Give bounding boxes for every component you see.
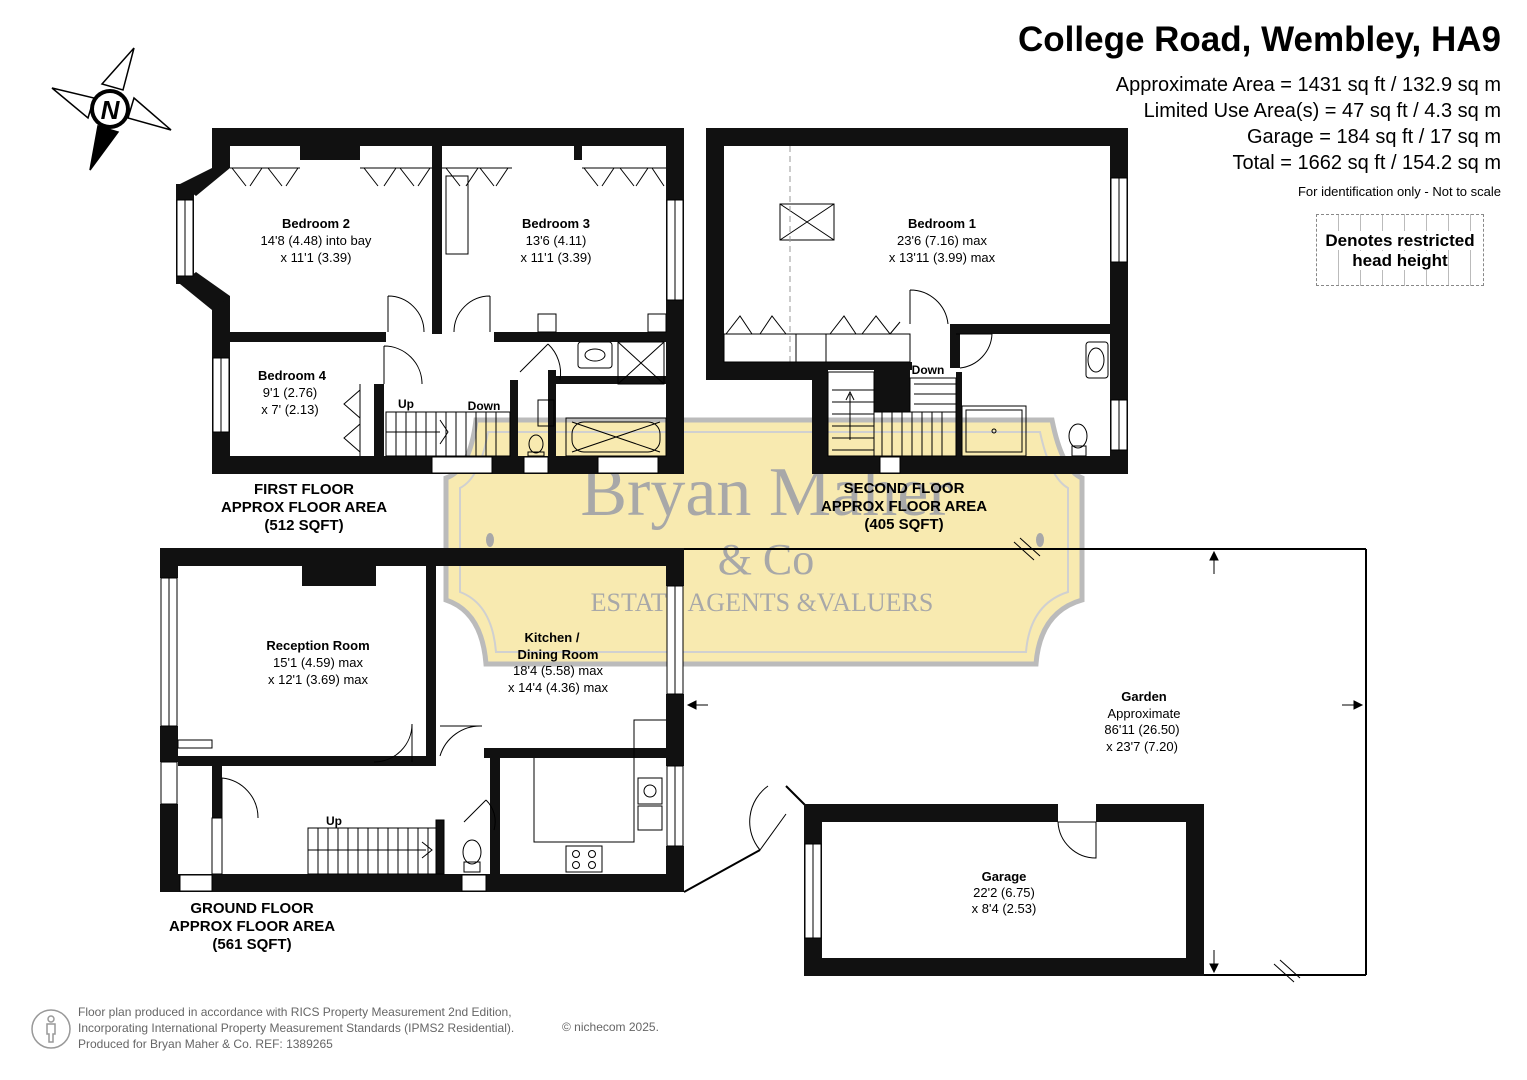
- kitchen-name1: Kitchen /: [525, 630, 580, 645]
- garden-arrows: [686, 537, 1364, 983]
- garage-dim1: 22'2 (6.75): [973, 885, 1035, 900]
- bedroom3-dim1: 13'6 (4.11): [526, 233, 587, 248]
- second-floor-l2: APPROX FLOOR AREA: [821, 498, 987, 515]
- footer-line2: Incorporating International Property Mea…: [78, 1021, 515, 1035]
- bedroom4-dim2: x 7' (2.13): [261, 402, 318, 417]
- property-title: College Road, Wembley, HA9: [1018, 20, 1501, 59]
- person-icon: [31, 1009, 71, 1049]
- bedroom4-dim1: 9'1 (2.76): [263, 385, 318, 400]
- second-floor-l3: (405 SQFT): [864, 516, 943, 533]
- bedroom1-name: Bedroom 1: [908, 216, 976, 231]
- stairs-down-first: Down: [468, 399, 501, 413]
- legend-line1: Denotes restricted: [1325, 231, 1475, 250]
- approximate-area: Approximate Area = 1431 sq ft / 132.9 sq…: [1115, 74, 1501, 96]
- north-compass-icon: N: [51, 47, 172, 171]
- ground-floor-details: [160, 577, 684, 892]
- second-floor-l1: SECOND FLOOR: [844, 480, 965, 497]
- legend-line2: head height: [1352, 251, 1448, 270]
- stairs-up-ground: Up: [326, 814, 342, 828]
- garden-name: Garden: [1121, 689, 1167, 704]
- reception-name: Reception Room: [266, 638, 369, 653]
- ground-floor-l3: (561 SQFT): [212, 936, 291, 953]
- stairs-down-second: Down: [912, 363, 945, 377]
- kitchen-dim2: x 14'4 (4.36) max: [508, 680, 609, 695]
- footer-text: Floor plan produced in accordance with R…: [78, 1004, 514, 1052]
- watermark: Bryan Maher & Co ESTATE AGENTS &VALUERS: [443, 417, 1085, 667]
- compass-letter: N: [101, 95, 121, 125]
- bedroom1-dim2: x 13'11 (3.99) max: [889, 250, 996, 265]
- reception-dim1: 15'1 (4.59) max: [273, 655, 363, 670]
- garden-dim1: 86'11 (26.50): [1104, 722, 1179, 737]
- restricted-height-legend: Denotes restricted head height: [1316, 214, 1484, 286]
- first-floor-l1: FIRST FLOOR: [254, 481, 354, 498]
- garden-approx: Approximate: [1108, 706, 1181, 721]
- bedroom1-dim1: 23'6 (7.16) max: [897, 233, 987, 248]
- ground-floor-plan: [160, 548, 684, 892]
- ground-floor-l1: GROUND FLOOR: [190, 900, 313, 917]
- kitchen-name2: Dining Room: [518, 647, 599, 662]
- garden-outline: [683, 548, 1367, 976]
- limited-use-area: Limited Use Area(s) = 47 sq ft / 4.3 sq …: [1143, 100, 1501, 122]
- garage-details: [804, 821, 1097, 939]
- footer-line3: Produced for Bryan Maher & Co. REF: 1389…: [78, 1037, 333, 1051]
- total-area: Total = 1662 sq ft / 154.2 sq m: [1232, 152, 1502, 174]
- first-floor-l3: (512 SQFT): [264, 517, 343, 534]
- room-labels: Bedroom 2 14'8 (4.48) into bay x 11'1 (3…: [258, 216, 1180, 916]
- footer-line1: Floor plan produced in accordance with R…: [78, 1005, 512, 1019]
- bedroom2-dim2: x 11'1 (3.39): [281, 250, 352, 265]
- ground-floor-l2: APPROX FLOOR AREA: [169, 918, 335, 935]
- reception-dim2: x 12'1 (3.69) max: [268, 672, 369, 687]
- floor-labels: FIRST FLOOR APPROX FLOOR AREA (512 SQFT)…: [169, 480, 987, 953]
- bedroom2-dim1: 14'8 (4.48) into bay: [261, 233, 372, 248]
- garage-area: Garage = 184 sq ft / 17 sq m: [1246, 126, 1501, 148]
- garden-dim2: x 23'7 (7.20): [1106, 739, 1178, 754]
- bedroom4-name: Bedroom 4: [258, 368, 327, 383]
- watermark-co: & Co: [718, 535, 815, 584]
- bedroom3-dim2: x 11'1 (3.39): [521, 250, 592, 265]
- identification-note: For identification only - Not to scale: [1297, 184, 1501, 199]
- garage-dim2: x 8'4 (2.53): [972, 901, 1037, 916]
- first-floor-details: [176, 167, 684, 474]
- bedroom3-name: Bedroom 3: [522, 216, 590, 231]
- bedroom2-name: Bedroom 2: [282, 216, 350, 231]
- second-floor-details: [723, 146, 1128, 474]
- kitchen-dim1: 18'4 (5.58) max: [513, 663, 603, 678]
- stairs-up-first: Up: [398, 397, 414, 411]
- garage-name: Garage: [982, 869, 1027, 884]
- first-floor-l2: APPROX FLOOR AREA: [221, 499, 387, 516]
- copyright: © nichecom 2025.: [562, 1020, 659, 1034]
- watermark-tagline: ESTATE AGENTS &VALUERS: [591, 588, 934, 617]
